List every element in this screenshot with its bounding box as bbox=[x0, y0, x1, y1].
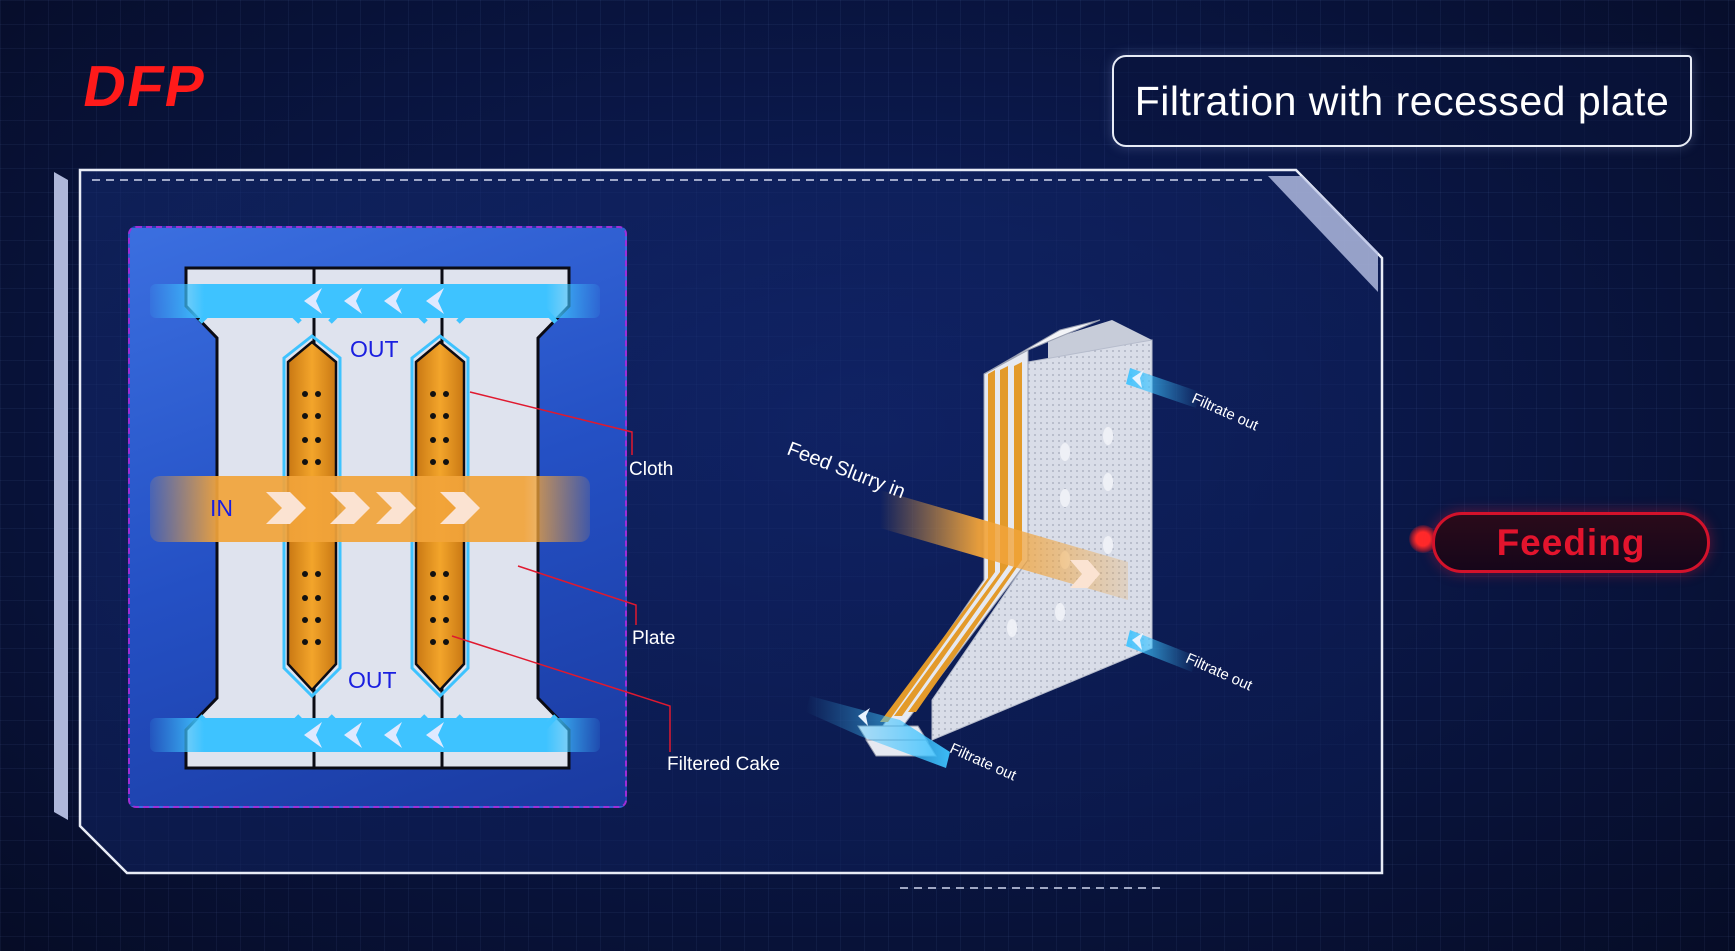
callout-cloth-line bbox=[469, 391, 633, 455]
filtrate-arrows bbox=[304, 288, 444, 748]
page-title: Filtration with recessed plate bbox=[1134, 77, 1670, 124]
slurry-band bbox=[150, 476, 590, 542]
callout-lines bbox=[451, 391, 671, 752]
cloth-outline bbox=[282, 334, 470, 699]
plate-bumps bbox=[1007, 427, 1113, 637]
slurry-beam-arrow bbox=[1070, 560, 1100, 588]
out-bottom-label: OUT bbox=[348, 667, 397, 693]
slurry-beam bbox=[880, 490, 1128, 600]
callout-cake-line bbox=[451, 635, 671, 752]
status-label: Feeding bbox=[1496, 521, 1646, 563]
cloth-label: Cloth bbox=[629, 459, 674, 480]
filtrate-arrow-top bbox=[1132, 370, 1144, 388]
frame-corner-accent bbox=[1268, 176, 1378, 292]
filtrate-arrow-mid bbox=[1132, 632, 1144, 650]
cake-particles bbox=[302, 391, 449, 645]
filtrate-beam-bottom bbox=[806, 696, 950, 768]
slurry-arrows bbox=[266, 492, 480, 524]
title-panel: Filtration with recessed plate bbox=[1112, 55, 1692, 147]
filtrate-band-top bbox=[150, 284, 600, 318]
frame-left-rail bbox=[54, 172, 68, 820]
plate-label: Plate bbox=[632, 628, 676, 649]
in-label: IN bbox=[210, 495, 233, 521]
filtered-cake-label: Filtered Cake bbox=[667, 754, 780, 775]
filtrate-arrow-bottom bbox=[858, 708, 870, 726]
filtrate-beam-top bbox=[1126, 368, 1200, 408]
callout-plate-line bbox=[517, 565, 637, 625]
out-top-label: OUT bbox=[350, 336, 399, 362]
filtrate-band-bottom bbox=[150, 718, 600, 752]
status-badge: Feeding bbox=[1432, 512, 1710, 573]
filtrate-beam-mid bbox=[1126, 630, 1196, 672]
